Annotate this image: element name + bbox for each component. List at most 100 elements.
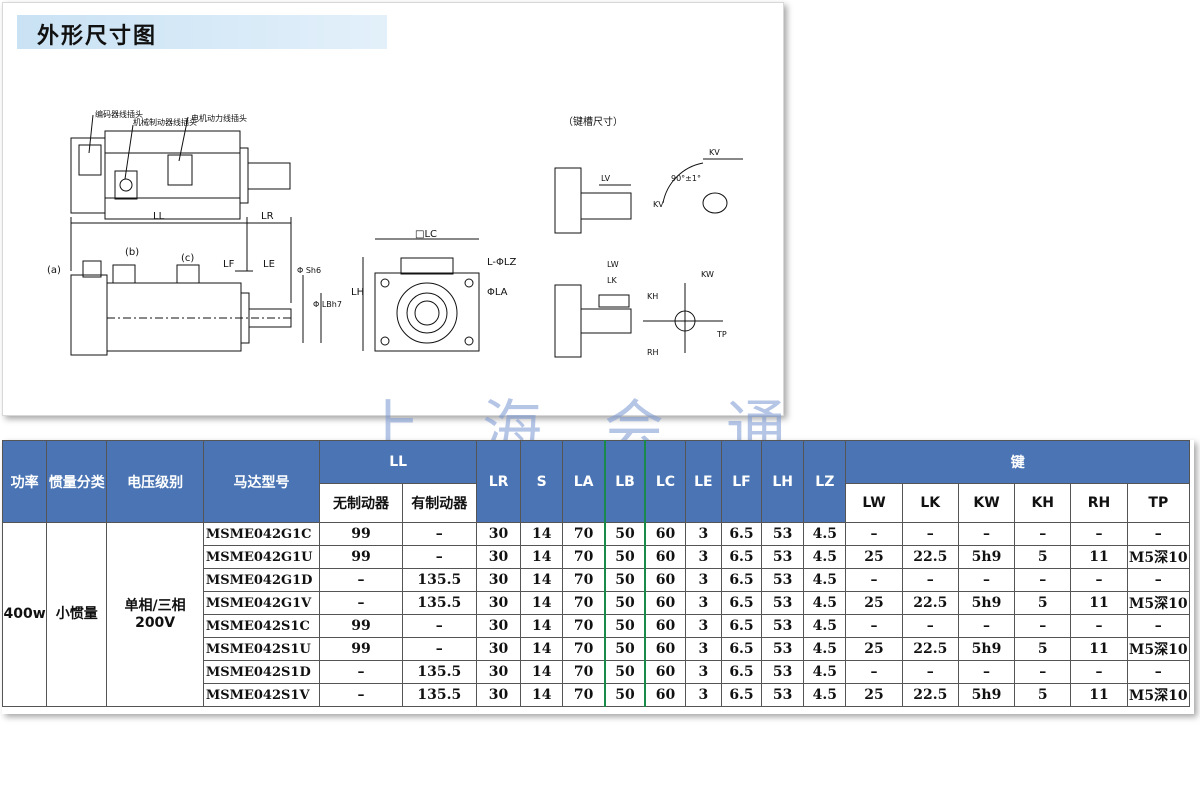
motor-outline-drawing: 编码器线插头 机械制动器线插头 电机动力线插头 LL LR LF LE Φ Sh… (47, 109, 743, 358)
cell-ll-no-brake: – (319, 683, 403, 707)
cell-kh: – (1014, 660, 1072, 684)
table-row: 400w 小惯量 单相/三相 200V MSME042G1C 99 – 30 1… (1, 522, 1191, 707)
cell-lr: 30 (475, 591, 522, 615)
cell-tp: M5深10 (1126, 637, 1191, 661)
header-voltage: 电压级别 (106, 440, 204, 523)
cell-lh: 53 (761, 545, 805, 569)
cell-lh: 53 (761, 637, 805, 661)
cell-lz: 4.5 (803, 545, 847, 569)
cell-s: 14 (520, 637, 564, 661)
callout-a: (a) (47, 265, 61, 276)
cell-kw: – (957, 660, 1016, 684)
header-lr: LR (475, 440, 522, 523)
header-key: 键 (845, 440, 1190, 484)
cell-lz: 4.5 (803, 614, 847, 638)
cell-rh: – (1070, 660, 1128, 684)
power-connector-label: 电机动力线插头 (191, 113, 247, 123)
cell-le: 3 (684, 637, 722, 661)
cell-lc: 60 (644, 614, 686, 638)
cell-s: 14 (520, 545, 564, 569)
keyway-view-1 (554, 158, 743, 234)
cell-le: 3 (684, 522, 722, 546)
cell-la: 70 (562, 660, 606, 684)
header-ll-brake: 有制动器 (401, 483, 477, 523)
dim-label-tp: TP (716, 330, 727, 339)
cell-rh: – (1070, 522, 1128, 546)
header-lh: LH (761, 440, 805, 523)
header-lf: LF (720, 440, 763, 523)
cell-lw: – (845, 614, 903, 638)
keyway-view-2 (554, 283, 723, 358)
header-lb: LB (603, 440, 647, 523)
cell-ll-no-brake: 99 (319, 614, 403, 638)
cell-rh: – (1070, 614, 1128, 638)
header-power: 功率 (1, 440, 48, 523)
cell-lb: 50 (603, 522, 647, 546)
cell-ll-brake: – (401, 522, 477, 546)
callout-c: (c) (181, 253, 194, 264)
cell-rh: 11 (1070, 591, 1128, 615)
cell-tp: – (1126, 522, 1191, 546)
cell-rh: – (1070, 568, 1128, 592)
dim-label-kh: KH (647, 292, 658, 301)
cell-kw: – (957, 522, 1016, 546)
cell-la: 70 (562, 637, 606, 661)
dim-label-kv: KV (709, 148, 720, 157)
cell-model: MSME042G1C (202, 522, 321, 546)
dim-label-lz: L-ΦLZ (487, 257, 516, 268)
cell-kh: 5 (1014, 591, 1072, 615)
cell-lz: 4.5 (803, 637, 847, 661)
dimension-table-panel: 功率 惯量分类 电压级别 马达型号 LL LR S LA LB LC LE LF… (1, 440, 1194, 714)
cell-lc: 60 (644, 683, 686, 707)
header-kw: KW (957, 483, 1016, 523)
dim-label-lk: LK (607, 276, 617, 285)
cell-lw: 25 (845, 637, 903, 661)
header-lc: LC (644, 440, 686, 523)
header-la: LA (562, 440, 606, 523)
encoder-connector-label: 编码器线插头 (95, 109, 143, 119)
cell-ll-brake: 135.5 (401, 568, 477, 592)
cell-ll-no-brake: – (319, 568, 403, 592)
cell-la: 70 (562, 683, 606, 707)
cell-s: 14 (520, 683, 564, 707)
cell-lz: 4.5 (803, 522, 847, 546)
section-title-bar: 外形尺寸图 (17, 15, 387, 49)
cell-lz: 4.5 (803, 568, 847, 592)
dim-label-kw: KW (701, 270, 714, 279)
cell-ll-brake: 135.5 (401, 591, 477, 615)
keyway-caption: （键槽尺寸） (563, 115, 623, 128)
cell-s: 14 (520, 568, 564, 592)
cell-le: 3 (684, 660, 722, 684)
cell-rh: 11 (1070, 683, 1128, 707)
motor-front-view (362, 238, 480, 352)
dim-label-le: LE (263, 259, 275, 270)
cell-tp: M5深10 (1126, 591, 1191, 615)
cell-model: MSME042S1C (202, 614, 321, 638)
cell-lw: – (845, 568, 903, 592)
cell-la: 70 (562, 568, 606, 592)
cell-model: MSME042G1U (202, 545, 321, 569)
dim-label-lw: LW (607, 260, 619, 269)
cell-lr: 30 (475, 568, 522, 592)
header-rh: RH (1070, 483, 1128, 523)
cell-lb: 50 (603, 614, 647, 638)
cell-lc: 60 (644, 637, 686, 661)
cell-lc: 60 (644, 522, 686, 546)
cell-ll-brake: – (401, 637, 477, 661)
cell-model: MSME042S1V (202, 683, 321, 707)
header-ll-no-brake: 无制动器 (319, 483, 403, 523)
dim-label-lf: LF (223, 259, 235, 270)
motor-side-view (70, 260, 293, 356)
cell-lb: 50 (603, 637, 647, 661)
cell-kh: 5 (1014, 683, 1072, 707)
cell-lk: 22.5 (901, 683, 959, 707)
cell-le: 3 (684, 568, 722, 592)
dim-label-angle: 90°±1° (671, 174, 701, 183)
cell-model: MSME042S1U (202, 637, 321, 661)
cell-lw: – (845, 522, 903, 546)
cell-voltage: 单相/三相 200V (106, 522, 204, 707)
cell-lb: 50 (603, 568, 647, 592)
cell-lb: 50 (603, 660, 647, 684)
